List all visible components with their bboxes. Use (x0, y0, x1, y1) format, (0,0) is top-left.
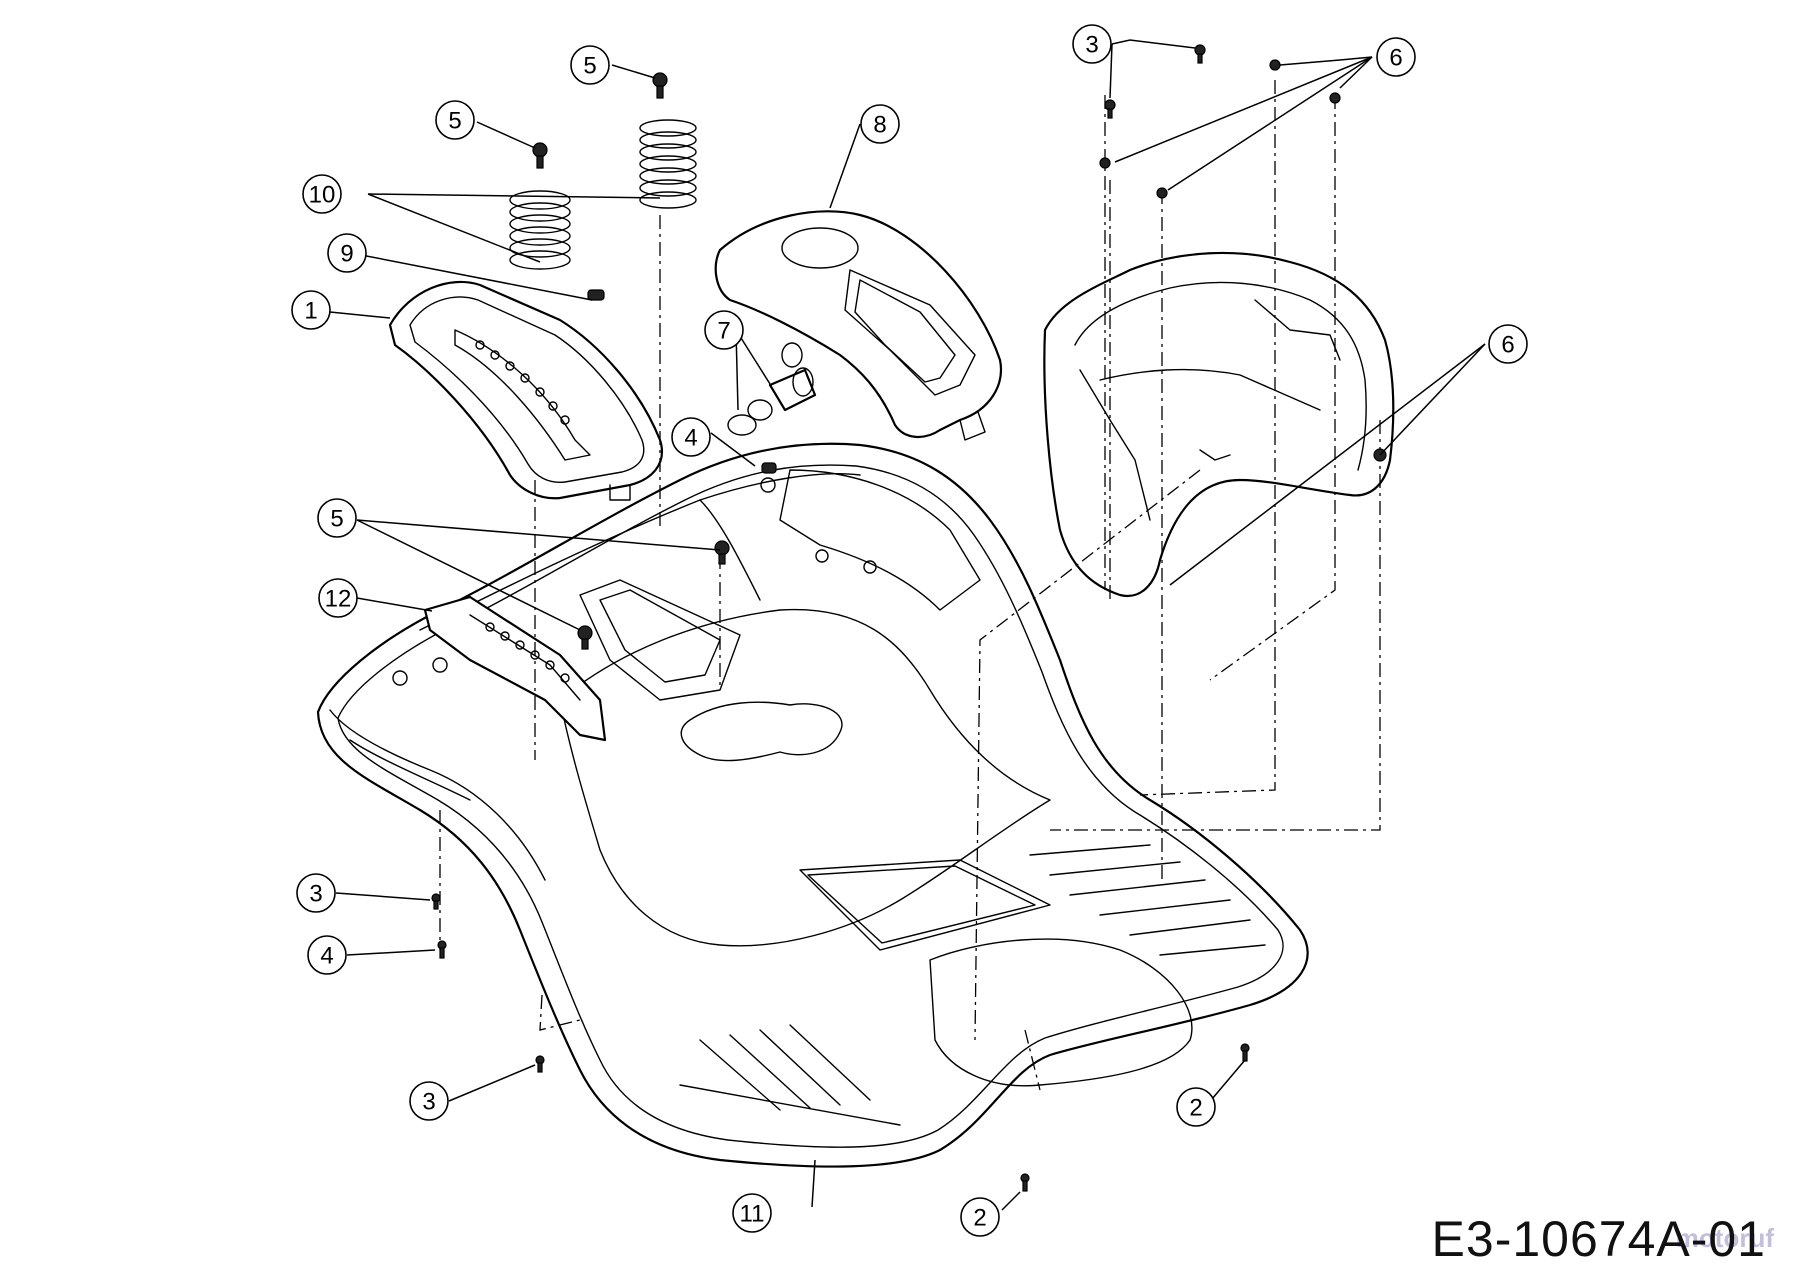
callout-6-top: 6 (1376, 37, 1416, 77)
socket-part (727, 342, 817, 436)
bolt-icon (431, 893, 441, 910)
bolt-icon (437, 940, 447, 959)
right-foot-ribs (1029, 844, 1266, 956)
seat-rail-plate-part (423, 595, 607, 742)
bolt-icon (652, 72, 668, 99)
callout-3-bottom: 3 (409, 1081, 449, 1121)
assembly-lines (439, 80, 1381, 1091)
callout-label: 7 (717, 318, 730, 345)
callout-4-left: 4 (307, 935, 347, 975)
bolt-icon (714, 540, 730, 565)
callout-7: 7 (704, 310, 744, 350)
callout-3-top: 3 (1072, 24, 1112, 64)
bolt-icon (535, 1055, 545, 1073)
callout-2-right: 2 (1176, 1087, 1216, 1127)
callout-label: 5 (448, 108, 461, 135)
nut-icon (1329, 92, 1341, 104)
callout-9: 9 (327, 233, 367, 273)
callout-label: 5 (330, 506, 343, 533)
bolt-icon (1020, 1173, 1030, 1192)
cushion-slots (475, 340, 570, 425)
callout-8: 8 (860, 104, 900, 144)
callout-label: 12 (325, 586, 352, 613)
bolt-icon (1104, 99, 1116, 119)
bolt-icon (1240, 1043, 1250, 1062)
nut-icon (1156, 187, 1168, 199)
bolt-icon (1194, 44, 1206, 64)
callout-4-top: 4 (671, 417, 711, 457)
leader-lines (329, 39, 1486, 1211)
callout-11: 11 (732, 1193, 772, 1233)
hardware (431, 44, 1387, 1192)
callout-10: 10 (302, 174, 342, 214)
callout-label: 5 (583, 53, 596, 80)
callout-label: 3 (1085, 32, 1098, 59)
spring-part-right (639, 119, 697, 209)
rear-cover-part (1043, 251, 1395, 598)
left-foot-ribs (679, 1024, 901, 1126)
spring-part-left (509, 190, 571, 270)
clip-icon (587, 289, 605, 301)
callout-label: 9 (340, 241, 353, 268)
callout-label: 4 (320, 943, 333, 970)
nut-icon (1099, 157, 1111, 169)
callout-6-right: 6 (1488, 324, 1528, 364)
callout-1: 1 (291, 290, 331, 330)
callout-label: 3 (309, 881, 322, 908)
bolt-icon (577, 625, 593, 650)
drawing-code-label: E3-10674A-01 (1431, 1211, 1766, 1267)
callout-3-left: 3 (296, 873, 336, 913)
callout-label: 1 (304, 298, 317, 325)
callout-5-middle: 5 (317, 498, 357, 538)
callout-label: 8 (873, 112, 886, 139)
body-shell-part (316, 442, 1309, 1168)
bolt-icon (532, 142, 548, 169)
callout-5-left: 5 (435, 100, 475, 140)
callout-label: 3 (422, 1089, 435, 1116)
callout-label: 2 (973, 1205, 986, 1232)
callout-label: 6 (1501, 332, 1514, 359)
clip-icon (761, 462, 777, 474)
nut-icon (1269, 59, 1281, 71)
callout-label: 6 (1389, 45, 1402, 72)
callout-label: 2 (1189, 1095, 1202, 1122)
callout-label: 11 (740, 1201, 765, 1228)
watermark-logo: motoruf (1675, 1223, 1774, 1253)
callout-label: 10 (309, 182, 336, 209)
callout-2-bottom: 2 (960, 1197, 1000, 1237)
console-cupholder-part (714, 210, 1003, 441)
seat-cushion-part (388, 280, 663, 501)
callout-label: 4 (684, 425, 697, 452)
callout-12: 12 (318, 578, 358, 618)
callout-5-top: 5 (570, 45, 610, 85)
